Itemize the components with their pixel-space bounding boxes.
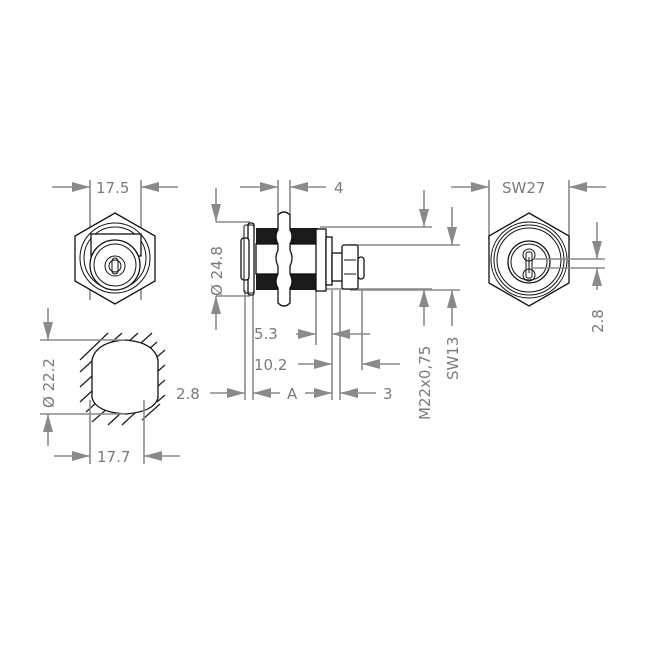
label-front-width: 17.5	[96, 179, 129, 197]
label-3: 3	[383, 385, 393, 403]
dimension-nut-thickness: 4	[240, 179, 344, 197]
rear-view: SW27 2.8	[451, 179, 607, 333]
dimension-sw27: SW27	[451, 179, 606, 240]
panel-cutout: Ø 22.2 17.7	[40, 308, 180, 466]
dimension-cutout-width: 17.7	[54, 400, 180, 466]
label-small-nut: SW13	[444, 337, 462, 380]
label-rear-offset: 2.8	[589, 309, 607, 333]
dimension-flange-diameter: Ø 24.8	[208, 188, 226, 330]
dimension-3: 3	[340, 385, 393, 403]
label-10-2: 10.2	[254, 356, 287, 374]
label-cutout-diameter: Ø 22.2	[40, 358, 58, 408]
front-view: 17.5	[52, 179, 178, 305]
dimension-body-length-a: A	[253, 385, 332, 403]
dimension-10-2: 10.2	[254, 356, 400, 374]
label-flange-thickness: 2.8	[176, 385, 200, 403]
label-thread: M22x0,75	[416, 346, 434, 420]
dimension-thread: M22x0,75	[416, 190, 434, 420]
label-5-3: 5.3	[254, 325, 278, 343]
dimension-cutout-diameter: Ø 22.2	[40, 308, 125, 446]
label-flange-diameter: Ø 24.8	[208, 246, 226, 296]
label-cutout-width: 17.7	[97, 448, 130, 466]
dimension-flange-thickness: 2.8	[176, 385, 245, 403]
side-view: 4 Ø 24.8 5.3 10.2 2.8	[176, 179, 462, 420]
label-body-length: A	[287, 385, 298, 403]
label-sw27: SW27	[502, 179, 545, 197]
cutout-shape	[91, 339, 159, 415]
dimension-rear-offset: 2.8	[533, 222, 607, 333]
dimension-5-3: 5.3	[254, 325, 370, 343]
main-nut	[275, 211, 293, 307]
label-nut-thickness: 4	[334, 179, 344, 197]
dimension-small-nut: SW13	[444, 207, 462, 380]
